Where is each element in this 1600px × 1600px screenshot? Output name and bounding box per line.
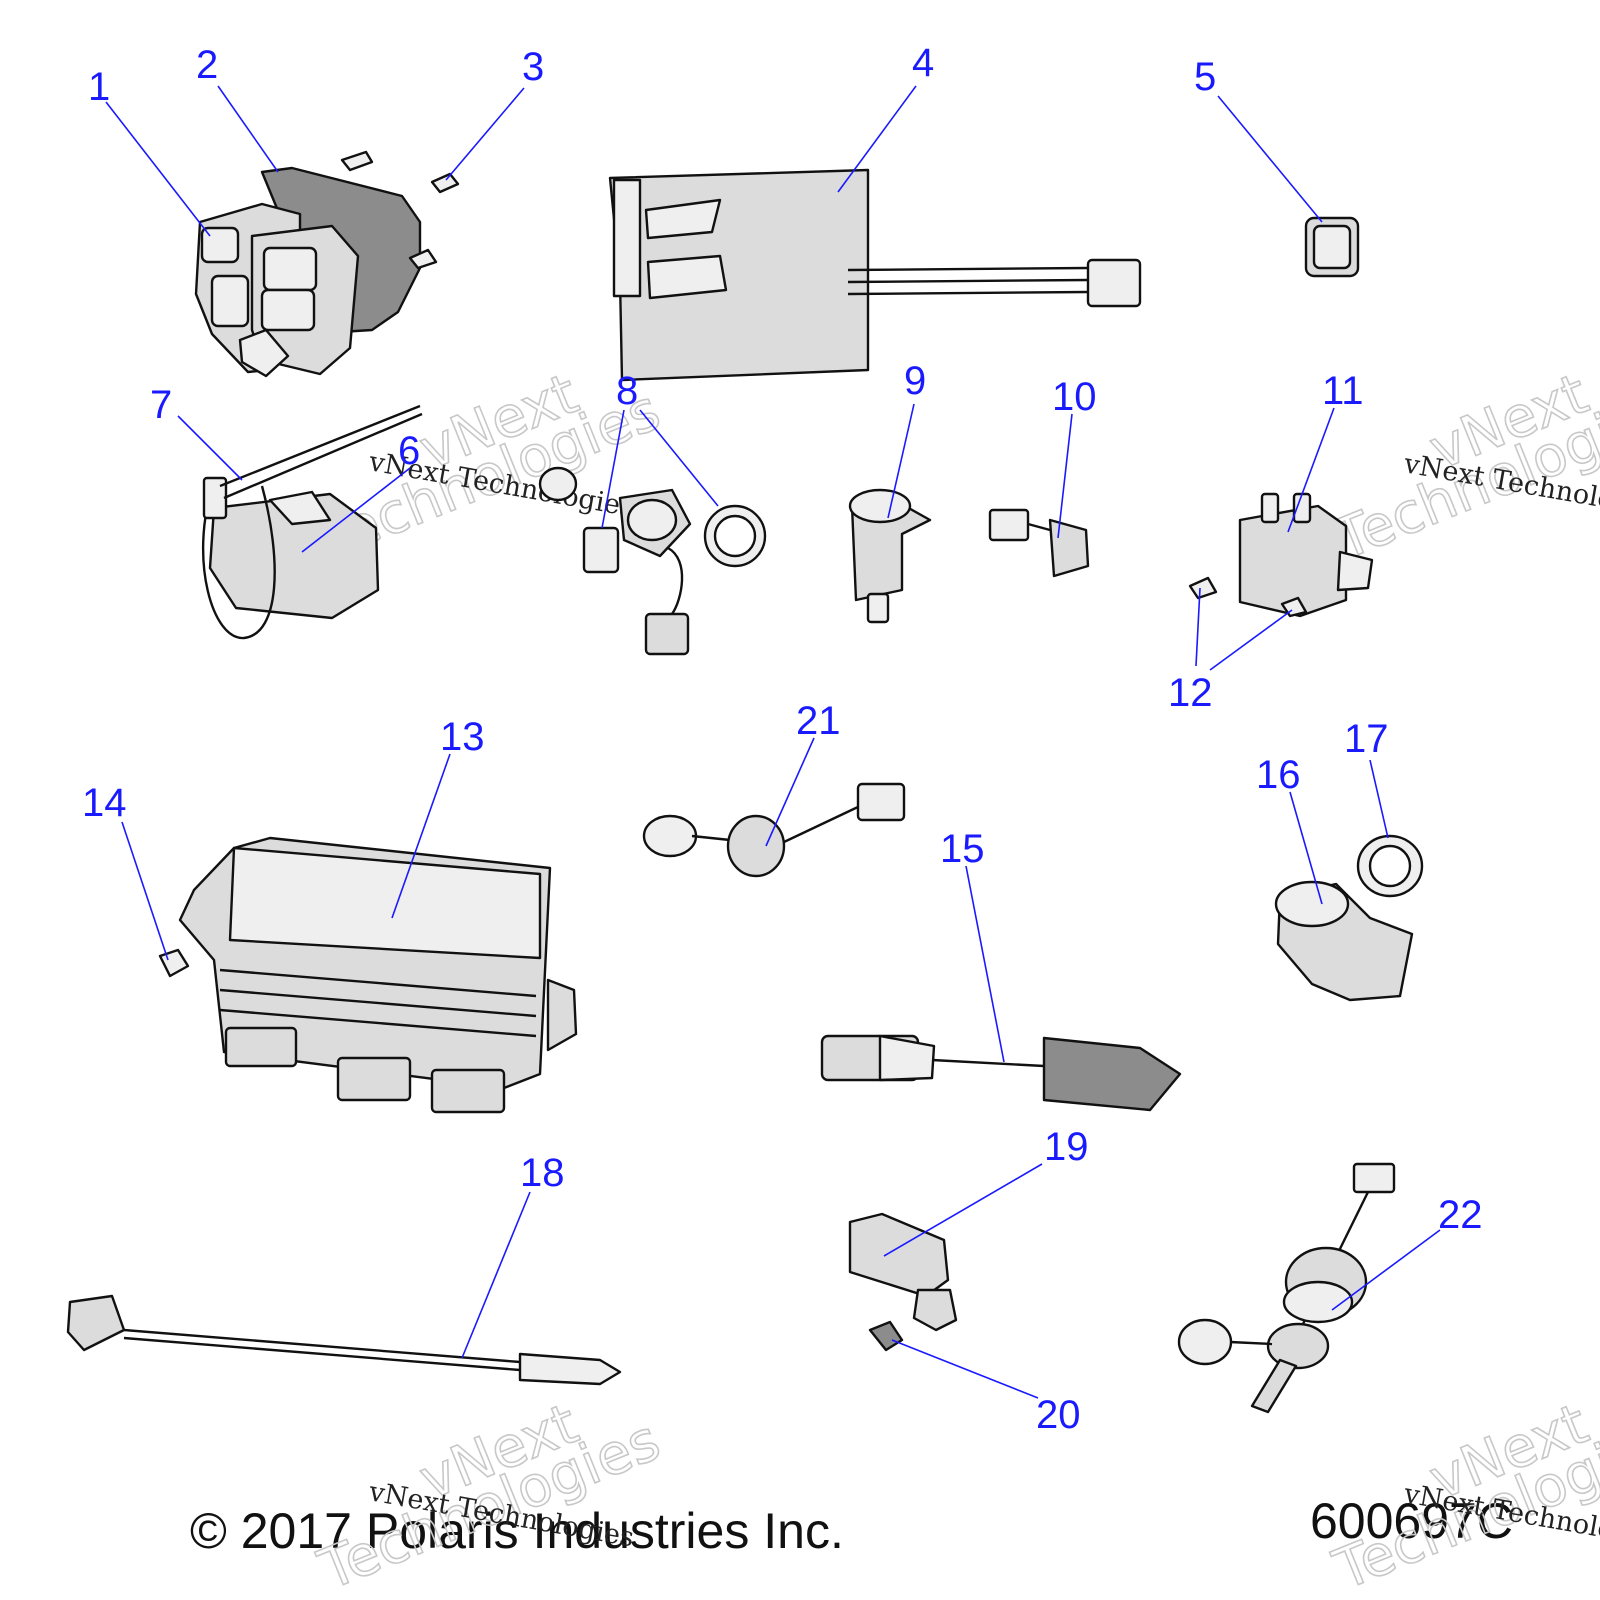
part-switch-with-oring bbox=[538, 466, 767, 656]
part-switch-housing bbox=[194, 166, 422, 378]
watermark-group-footer: vNext Technologies vNext Technologies vN… bbox=[309, 1391, 1600, 1600]
callout-15: 15 bbox=[940, 827, 985, 871]
part-map-sensor bbox=[848, 1212, 958, 1352]
callout-4: 4 bbox=[912, 41, 934, 85]
part-ecu bbox=[158, 836, 578, 1114]
callout-20: 20 bbox=[1036, 1393, 1081, 1437]
callout-18: 18 bbox=[520, 1151, 565, 1195]
part-screws bbox=[340, 150, 460, 270]
callout-1: 1 bbox=[88, 65, 110, 109]
callout-14: 14 bbox=[82, 781, 127, 825]
callout-21: 21 bbox=[796, 699, 841, 743]
callout-22: 22 bbox=[1438, 1193, 1483, 1237]
figure-number: 600697C bbox=[1310, 1493, 1513, 1549]
callout-16: 16 bbox=[1256, 753, 1301, 797]
callout-5: 5 bbox=[1194, 55, 1216, 99]
callout-10: 10 bbox=[1052, 375, 1097, 419]
callout-8: 8 bbox=[616, 369, 638, 413]
callout-3: 3 bbox=[522, 45, 544, 89]
callout-labels: 1 2 3 4 5 6 7 8 9 10 11 12 13 14 15 16 1… bbox=[82, 41, 1483, 1437]
part-heater-pad bbox=[608, 168, 1142, 382]
part-solenoid bbox=[1188, 492, 1374, 618]
part-grommet-sensor bbox=[642, 782, 906, 878]
callout-13: 13 bbox=[440, 715, 485, 759]
watermark-group-right: vNext Technologies vNext Technologies bbox=[1324, 361, 1600, 575]
part-small-sensor bbox=[988, 508, 1090, 578]
callout-19: 19 bbox=[1044, 1125, 1089, 1169]
callout-2: 2 bbox=[196, 43, 218, 87]
part-ignition-switch bbox=[1274, 834, 1424, 1002]
part-connector-harness bbox=[820, 1034, 1182, 1112]
copyright-text: © 2017 Polaris Industries Inc. bbox=[190, 1503, 844, 1559]
callout-11: 11 bbox=[1322, 369, 1364, 413]
callout-17: 17 bbox=[1344, 717, 1389, 761]
callout-9: 9 bbox=[904, 359, 926, 403]
callout-7: 7 bbox=[150, 383, 172, 427]
leader-lines bbox=[105, 85, 1441, 1399]
callout-12: 12 bbox=[1168, 671, 1213, 715]
callout-6: 6 bbox=[398, 429, 420, 473]
part-power-socket bbox=[848, 488, 932, 624]
part-rocker-switch bbox=[1304, 216, 1360, 278]
part-sensor-lead bbox=[66, 1294, 622, 1386]
